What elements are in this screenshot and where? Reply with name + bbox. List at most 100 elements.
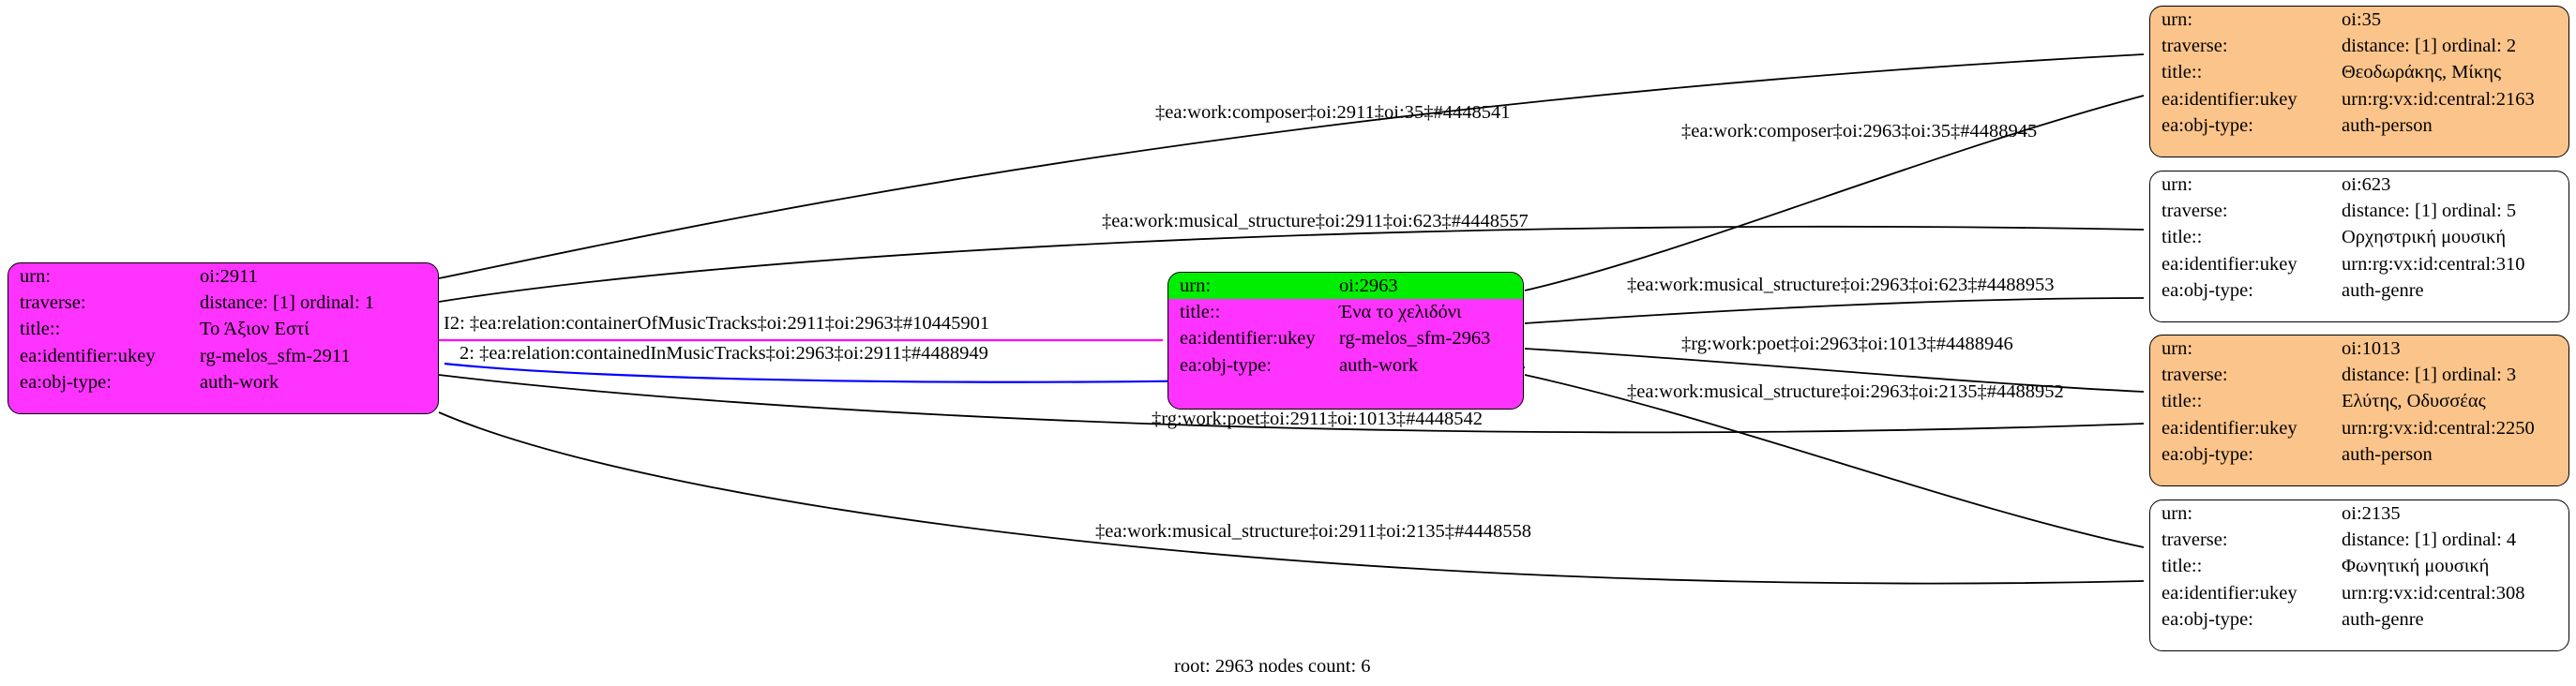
row-key: urn: <box>2162 338 2193 359</box>
row-value: rg-melos_sfm-2911 <box>200 345 351 366</box>
row-key: ea:obj-type: <box>1180 354 1272 376</box>
row-key: ea:obj-type: <box>2162 443 2253 465</box>
row-value: oi:35 <box>2342 9 2382 30</box>
node-rows: urn: oi:2963 title:: Ένα το χελιδόνι ea:… <box>1168 273 1523 379</box>
row-key: urn: <box>20 266 52 287</box>
node-row: traverse: distance: [1] ordinal: 1 <box>8 290 438 316</box>
row-key: ea:obj-type: <box>2162 608 2253 630</box>
edge-2963-to-2135 <box>1524 374 2145 548</box>
node-row: ea:identifier:ukey urn:rg:vx:id:central:… <box>2150 415 2568 441</box>
node-row: ea:identifier:ukey rg-melos_sfm-2911 <box>8 343 438 369</box>
row-value: oi:623 <box>2342 174 2391 195</box>
edge-label-2911-structure-2135: ‡ea:work:musical_structure‡oi:2911‡oi:21… <box>1095 521 1531 542</box>
edge-label-2963-poet-1013: ‡rg:work:poet‡oi:2963‡oi:1013‡#4488946 <box>1681 334 2013 354</box>
node-rows: urn: oi:2911 traverse: distance: [1] ord… <box>8 263 438 395</box>
row-key: urn: <box>1168 273 1337 300</box>
row-key: title:: <box>2162 556 2203 577</box>
row-value: urn:rg:vx:id:central:2250 <box>2342 417 2535 439</box>
row-key: ea:identifier:ukey <box>2162 417 2297 439</box>
node-row: title:: Ορχηστρική μουσική <box>2150 224 2568 250</box>
node-row: ea:identifier:ukey urn:rg:vx:id:central:… <box>2150 86 2568 112</box>
node-row: title:: Ένα το χελιδόνι <box>1168 299 1523 325</box>
node-row: ea:obj-type: auth-work <box>8 369 438 395</box>
node-oi-2963[interactable]: urn: oi:2963 title:: Ένα το χελιδόνι ea:… <box>1167 272 1524 410</box>
node-row: title:: Ελύτης, Οδυσσέας <box>2150 388 2568 414</box>
row-value: auth-genre <box>2342 608 2424 630</box>
node-rows: urn: oi:35 traverse: distance: [1] ordin… <box>2150 7 2568 139</box>
edge-label-2911-composer-35: ‡ea:work:composer‡oi:2911‡oi:35‡#4448541 <box>1155 102 1511 123</box>
edge-label-2911-containerof-2963: I2: ‡ea:relation:containerOfMusicTracks‡… <box>444 313 990 334</box>
row-value: auth-work <box>1339 354 1419 376</box>
row-key: title:: <box>20 319 61 340</box>
node-row: ea:obj-type: auth-genre <box>2150 277 2568 304</box>
row-value: distance: [1] ordinal: 3 <box>2342 365 2517 386</box>
row-key: ea:obj-type: <box>2162 279 2253 301</box>
node-row: traverse: distance: [1] ordinal: 5 <box>2150 198 2568 224</box>
row-value: auth-person <box>2342 443 2433 465</box>
row-value: oi:2135 <box>2342 503 2401 524</box>
edge-2911-to-623 <box>438 225 2145 303</box>
node-oi-2911[interactable]: urn: oi:2911 traverse: distance: [1] ord… <box>8 262 439 414</box>
row-value: distance: [1] ordinal: 1 <box>200 292 375 314</box>
node-row: ea:obj-type: auth-person <box>2150 112 2568 139</box>
row-key: urn: <box>2162 9 2193 30</box>
row-key: title:: <box>1180 302 1221 323</box>
graph-caption: root: 2963 nodes count: 6 <box>1174 656 1371 677</box>
row-value: oi:1013 <box>2342 338 2401 359</box>
node-row: ea:obj-type: auth-genre <box>2150 606 2568 633</box>
edge-2911-to-1013 <box>438 374 2145 434</box>
edge-label-2911-poet-1013: ‡rg:work:poet‡oi:2911‡oi:1013‡#4448542 <box>1152 409 1484 429</box>
row-value: Το Άξιον Εστί <box>200 319 309 340</box>
row-value: auth-genre <box>2342 279 2424 301</box>
node-row: ea:obj-type: auth-work <box>1168 352 1523 379</box>
node-row: urn: oi:2135 <box>2150 500 2568 527</box>
node-oi-623[interactable]: urn: oi:623 traverse: distance: [1] ordi… <box>2149 171 2569 322</box>
edge-2963-to-623 <box>1524 297 2145 324</box>
edge-2911-to-35 <box>438 53 2145 279</box>
edge-label-2963-structure-623: ‡ea:work:musical_structure‡oi:2963‡oi:62… <box>1627 275 2055 295</box>
node-row: traverse: distance: [1] ordinal: 2 <box>2150 33 2568 59</box>
row-value: urn:rg:vx:id:central:308 <box>2342 582 2525 604</box>
row-key: title:: <box>2162 227 2203 248</box>
node-row: urn: oi:1013 <box>2150 336 2568 362</box>
row-value: auth-person <box>2342 114 2433 136</box>
node-oi-1013[interactable]: urn: oi:1013 traverse: distance: [1] ord… <box>2149 335 2569 486</box>
row-key: traverse: <box>2162 529 2228 551</box>
row-key: traverse: <box>20 292 86 314</box>
row-value: oi:2911 <box>200 266 258 287</box>
row-key: traverse: <box>2162 365 2228 386</box>
node-row: ea:obj-type: auth-person <box>2150 441 2568 468</box>
node-row: ea:identifier:ukey urn:rg:vx:id:central:… <box>2150 580 2568 606</box>
row-value: auth-work <box>200 371 279 393</box>
row-value: rg-melos_sfm-2963 <box>1339 328 1491 350</box>
row-key: ea:obj-type: <box>2162 114 2253 136</box>
node-oi-35[interactable]: urn: oi:35 traverse: distance: [1] ordin… <box>2149 6 2569 157</box>
node-row: title:: Θεοδωράκης, Μίκης <box>2150 59 2568 85</box>
row-value: Φωνητική μουσική <box>2342 556 2490 577</box>
node-row: urn: oi:35 <box>2150 7 2568 33</box>
row-key: ea:identifier:ukey <box>20 345 156 366</box>
edge-label-2963-structure-2135: ‡ea:work:musical_structure‡oi:2963‡oi:21… <box>1627 381 2064 402</box>
row-value: Θεοδωράκης, Μίκης <box>2342 62 2502 83</box>
edge-label-2963-composer-35: ‡ea:work:composer‡oi:2963‡oi:35‡#4488945 <box>1681 121 2038 142</box>
edge-label-2911-structure-623: ‡ea:work:musical_structure‡oi:2911‡oi:62… <box>1102 211 1529 231</box>
row-key: traverse: <box>2162 201 2228 222</box>
row-key: title:: <box>2162 391 2203 412</box>
node-rows: urn: oi:1013 traverse: distance: [1] ord… <box>2150 336 2568 468</box>
node-row: traverse: distance: [1] ordinal: 3 <box>2150 362 2568 388</box>
row-value: distance: [1] ordinal: 2 <box>2342 36 2517 57</box>
node-row: title:: Φωνητική μουσική <box>2150 553 2568 579</box>
node-row-highlighted: urn: oi:2963 <box>1168 273 1523 300</box>
node-row: ea:identifier:ukey rg-melos_sfm-2963 <box>1168 325 1523 351</box>
row-value: distance: [1] ordinal: 5 <box>2342 201 2517 222</box>
row-value: Ελύτης, Οδυσσέας <box>2342 391 2486 412</box>
row-key: traverse: <box>2162 36 2228 57</box>
node-oi-2135[interactable]: urn: oi:2135 traverse: distance: [1] ord… <box>2149 500 2569 651</box>
edge-2911-to-2135 <box>438 411 2145 585</box>
edge-2963-to-1013 <box>1524 348 2145 393</box>
edge-label-2963-containedin-2911: 2: ‡ea:relation:containedInMusicTracks‡o… <box>459 343 988 364</box>
row-value: Ένα το χελιδόνι <box>1339 302 1462 323</box>
node-row: ea:identifier:ukey urn:rg:vx:id:central:… <box>2150 251 2568 277</box>
row-value: Ορχηστρική μουσική <box>2342 227 2507 248</box>
